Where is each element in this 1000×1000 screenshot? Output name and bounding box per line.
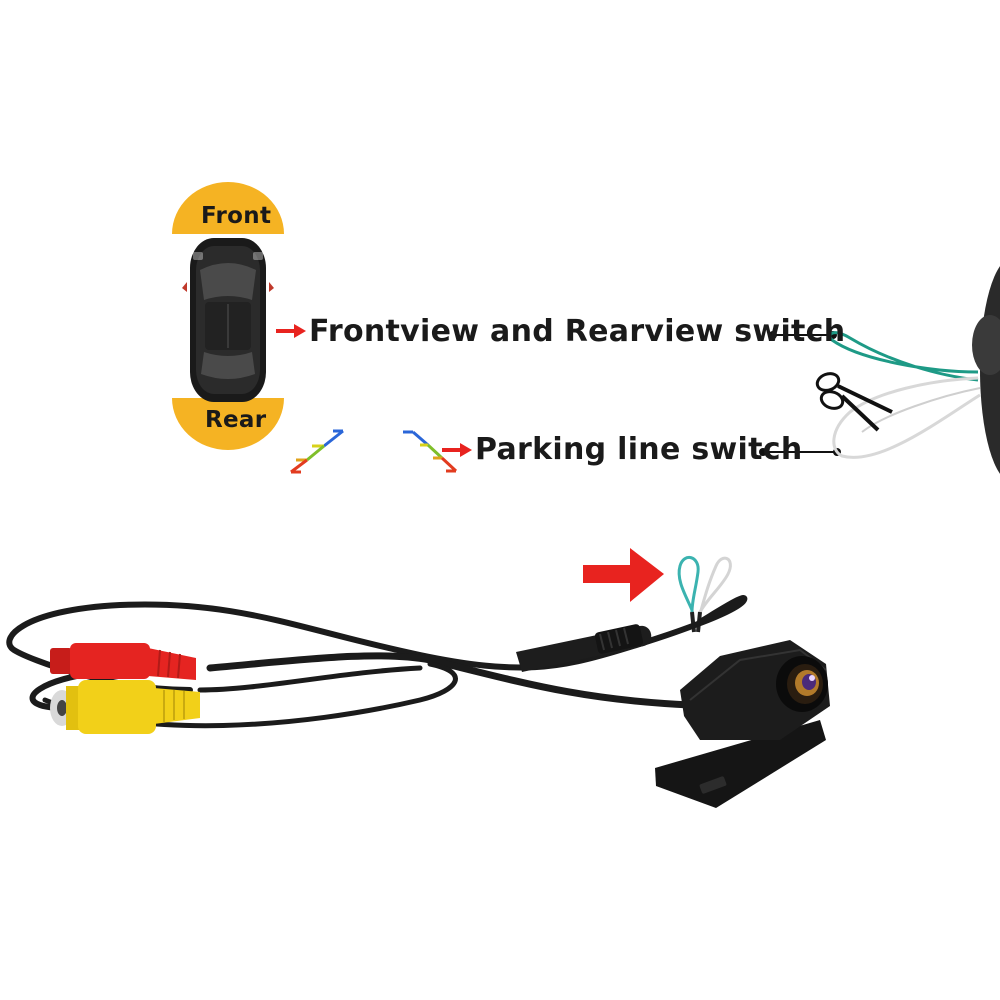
arrow-right-icon [276,324,306,338]
rear-badge [172,398,284,450]
parking-lines-icon [290,429,344,474]
arrow-right-icon [583,548,664,602]
cable-junction [516,624,652,672]
car-top-view-icon [182,238,274,402]
frontview-rearview-switch-label: Frontview and Rearview switch [309,314,846,349]
front-label: Front [201,203,272,229]
wire-loops-inset [828,266,1000,474]
rca-plug-icon [50,643,200,734]
parking-lines-mirrored-icon [403,430,458,473]
scissors-icon [815,372,893,432]
arrow-right-icon [442,443,472,457]
front-badge [172,182,284,234]
parking-line-switch-label: Parking line switch [475,432,803,467]
rear-label: Rear [205,407,267,433]
camera-icon [655,640,830,808]
